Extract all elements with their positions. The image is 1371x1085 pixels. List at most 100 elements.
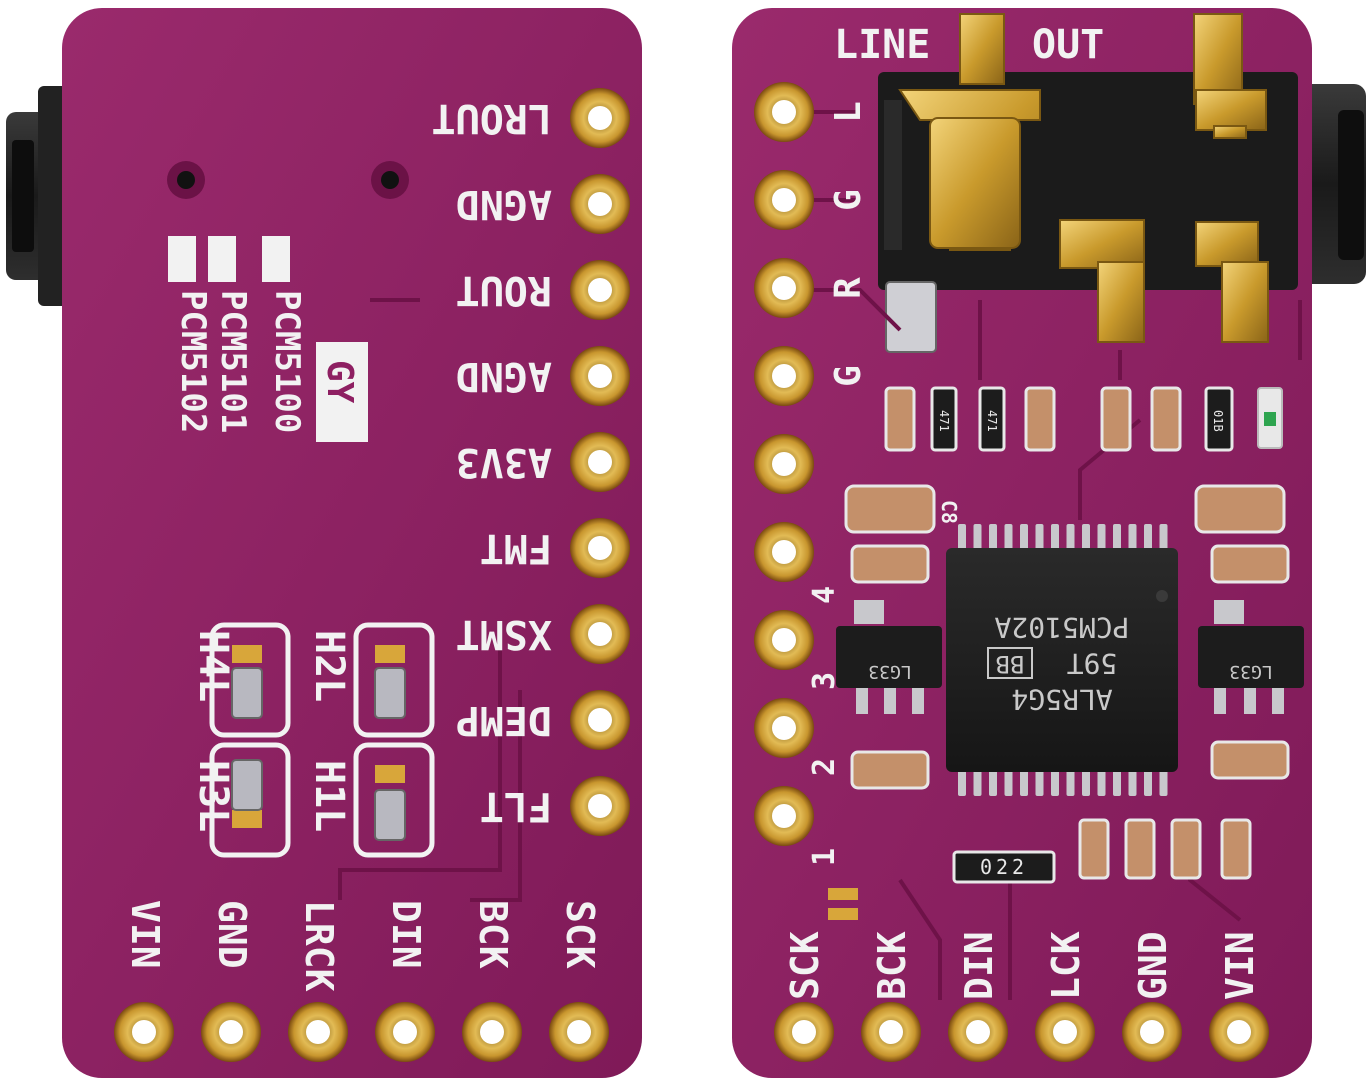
chip-brand: BB bbox=[996, 650, 1025, 678]
jumper-label: H2L bbox=[306, 630, 352, 702]
pin-label: VIN bbox=[1218, 931, 1262, 1000]
chip-pin bbox=[973, 770, 982, 796]
chip-pin bbox=[1066, 770, 1075, 796]
pin-pad-header[interactable] bbox=[754, 434, 814, 494]
pin-pad-header[interactable] bbox=[754, 610, 814, 670]
pin-label: G bbox=[828, 365, 869, 387]
pin-pad-a3v3[interactable] bbox=[570, 432, 630, 492]
header-left: LINE bbox=[834, 22, 930, 68]
chip-text: 59T bbox=[1067, 647, 1118, 680]
pin-pad-din[interactable] bbox=[948, 1002, 1008, 1062]
chip-pin bbox=[958, 770, 966, 796]
pin-label: LRCK bbox=[297, 900, 341, 992]
chip-pin bbox=[1113, 770, 1121, 796]
pin-pad-header[interactable] bbox=[754, 698, 814, 758]
side-number: 2 bbox=[807, 758, 842, 776]
pin-label: GND bbox=[1131, 931, 1175, 1000]
regulator-right: LG33 bbox=[1198, 600, 1304, 714]
pin-pad-header[interactable] bbox=[754, 82, 814, 142]
pin-pad-bck[interactable] bbox=[462, 1002, 522, 1062]
pin-pad-sck[interactable] bbox=[774, 1002, 834, 1062]
chip-pin bbox=[1097, 770, 1106, 796]
chip-pin bbox=[1004, 524, 1013, 550]
jumper-group: H4L H3L H2L H1L bbox=[190, 622, 435, 858]
pin-label: L bbox=[828, 101, 869, 123]
pin-pad-lck[interactable] bbox=[1035, 1002, 1095, 1062]
pin-pad-din[interactable] bbox=[375, 1002, 435, 1062]
pin-pad-lrout[interactable] bbox=[570, 88, 630, 148]
pin-pad-agnd[interactable] bbox=[570, 346, 630, 406]
pin-pad-gnd[interactable] bbox=[1122, 1002, 1182, 1062]
pin-label: FLT bbox=[480, 783, 552, 829]
pin-pad-agnd[interactable] bbox=[570, 174, 630, 234]
pin-label: DIN bbox=[384, 900, 428, 969]
pin-pad-demp[interactable] bbox=[570, 690, 630, 750]
pin-pad-header[interactable] bbox=[754, 522, 814, 582]
variant-select-pad bbox=[262, 236, 290, 282]
chip-part-number: PCM5102A bbox=[994, 611, 1129, 644]
chip-pin bbox=[1004, 770, 1013, 796]
mounting-hole bbox=[381, 171, 399, 189]
jumper-label: H4L bbox=[190, 630, 236, 702]
smd-row-top: 471 471 01B bbox=[884, 386, 1283, 452]
chip-pin bbox=[1035, 770, 1044, 796]
pin-pad-bck[interactable] bbox=[861, 1002, 921, 1062]
pin-pad-xsmt[interactable] bbox=[570, 604, 630, 664]
jumper-label: H1L bbox=[306, 760, 352, 832]
jack-contacts bbox=[898, 13, 1269, 343]
chip-pin bbox=[1144, 524, 1152, 550]
pin-pad-fmt[interactable] bbox=[570, 518, 630, 578]
chip-pin bbox=[1082, 524, 1090, 550]
pin-label: G bbox=[828, 189, 869, 211]
pin-pad-sck[interactable] bbox=[549, 1002, 609, 1062]
chip-pin bbox=[1128, 770, 1137, 796]
pin-pad-vin[interactable] bbox=[114, 1002, 174, 1062]
variant-select-pad bbox=[168, 236, 196, 282]
pin-label: ROUT bbox=[456, 267, 552, 313]
pin-pad-gnd[interactable] bbox=[201, 1002, 261, 1062]
resistor-code: 471 bbox=[985, 410, 999, 432]
pin-label: A3V3 bbox=[456, 439, 552, 485]
pin-pad-header[interactable] bbox=[754, 170, 814, 230]
back-pcb bbox=[62, 8, 642, 1078]
chip-pin bbox=[1066, 524, 1075, 550]
pin-pad-vin[interactable] bbox=[1209, 1002, 1269, 1062]
pin-pad-rout[interactable] bbox=[570, 260, 630, 320]
variant-label: PCM5102 bbox=[173, 290, 213, 433]
side-number: 4 bbox=[807, 586, 842, 604]
pin-label: LROUT bbox=[432, 95, 552, 141]
pin-label: VIN bbox=[123, 900, 167, 969]
regulator-left: LG33 bbox=[836, 600, 942, 714]
header-right: OUT bbox=[1032, 22, 1104, 68]
solder-bridge-pad bbox=[231, 759, 263, 811]
pin-pad-lrck[interactable] bbox=[288, 1002, 348, 1062]
chip-text: ALR5G4 bbox=[1011, 683, 1112, 716]
pin-label: BCK bbox=[471, 900, 515, 969]
pin-label: SCK bbox=[783, 931, 827, 1000]
chip-pin bbox=[989, 524, 997, 550]
solder-bridge-pad bbox=[374, 667, 406, 719]
chip-pin bbox=[1035, 524, 1044, 550]
mounting-hole bbox=[177, 171, 195, 189]
chip-pin bbox=[1159, 770, 1168, 796]
pin-pad-header[interactable] bbox=[754, 258, 814, 318]
variant-label: PCM5101 bbox=[213, 290, 253, 433]
variant-label: PCM5100 bbox=[267, 290, 307, 433]
chip-pin bbox=[1144, 770, 1152, 796]
chip-pin bbox=[989, 770, 997, 796]
chip-pin bbox=[1020, 770, 1028, 796]
pin-pad-header[interactable] bbox=[754, 346, 814, 406]
pin-pad-flt[interactable] bbox=[570, 776, 630, 836]
chip-pin bbox=[1082, 770, 1090, 796]
jumper-label: H3L bbox=[190, 760, 236, 832]
regulator-label: LG33 bbox=[1229, 661, 1272, 682]
chip-pin bbox=[1159, 524, 1168, 550]
resistor-array bbox=[952, 850, 1056, 884]
pin-pad-header[interactable] bbox=[754, 786, 814, 846]
logo-text: GY bbox=[319, 360, 360, 404]
resistor-array-code: 022 bbox=[980, 855, 1028, 879]
chip-pin bbox=[1051, 524, 1059, 550]
